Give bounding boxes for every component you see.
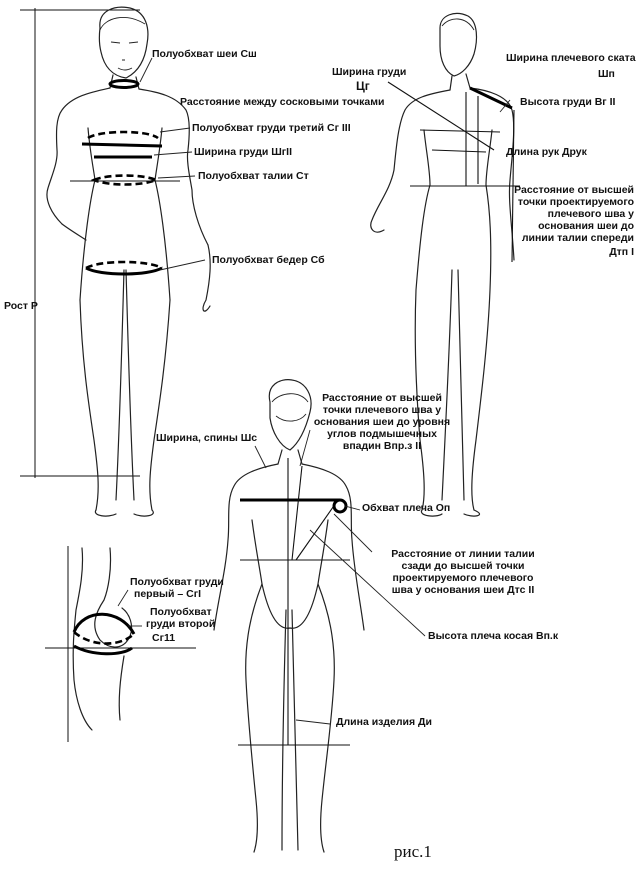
label-height: Рост Р bbox=[4, 300, 38, 312]
height-axis bbox=[20, 8, 140, 478]
label-shoulder-width: Ширина плечевого ската bbox=[506, 52, 636, 64]
label-shoulder-girth: Обхват плеча Оп bbox=[362, 502, 451, 514]
label-bust3: Полуобхват груди третий Cг III bbox=[192, 122, 351, 134]
label-shoulder-width-symbol: Шп bbox=[598, 68, 615, 80]
label-armpit-3: основания шеи до уровня bbox=[313, 416, 451, 428]
label-bust2-2: груди второй bbox=[146, 618, 216, 630]
label-back-length-3: проектируемого плечевого bbox=[392, 572, 534, 584]
figure-caption: рис.1 bbox=[394, 842, 432, 861]
back-figure bbox=[213, 379, 426, 853]
label-armpit-1: Расстояние от высшей bbox=[322, 392, 442, 404]
label-waist: Полуобхват талии Ст bbox=[198, 170, 309, 182]
label-back-length-4: шва у основания шеи Дтс II bbox=[391, 584, 535, 596]
label-bust1-1: Полуобхват груди bbox=[130, 576, 224, 588]
label-armpit-2: точки плечевого шва у bbox=[322, 404, 442, 416]
label-bust1-2: первый – СгI bbox=[134, 588, 202, 600]
front-figure bbox=[46, 6, 211, 517]
label-front-length-6: Дтп I bbox=[609, 246, 634, 258]
label-bust2-3: Сг11 bbox=[152, 632, 176, 644]
label-front-length-3: плечевого шва у bbox=[547, 208, 634, 220]
label-neck: Полуобхват шеи Сш bbox=[152, 48, 257, 60]
label-bust2-1: Полуобхват bbox=[150, 606, 212, 618]
label-oblique-shoulder-height: Высота плеча косая Вп.к bbox=[428, 630, 559, 642]
label-bust-width: Ширина груди ШгII bbox=[194, 146, 292, 158]
label-bust-height: Высота груди Вг II bbox=[520, 96, 616, 108]
label-garment-length: Длина изделия Ди bbox=[336, 716, 432, 728]
label-chest-width: Ширина груди bbox=[332, 66, 407, 78]
bust-profile-figure bbox=[45, 546, 196, 742]
label-back-width: Ширина, спины Шс bbox=[156, 432, 258, 444]
label-nipples: Расстояние между сосковыми точками bbox=[180, 96, 385, 108]
label-front-length-5: линии талии спереди bbox=[521, 232, 634, 244]
label-armpit-4: углов подмышечных bbox=[327, 428, 437, 440]
label-front-length-2: точки проектируемого bbox=[517, 196, 634, 208]
label-chest-width-symbol: Цг bbox=[356, 79, 370, 93]
label-front-length-4: основания шеи до bbox=[538, 220, 634, 232]
label-back-length-1: Расстояние от линии талии bbox=[391, 548, 535, 560]
label-front-length-1: Расстояние от высшей bbox=[514, 184, 634, 196]
label-armpit-5: впадин Впр.з II bbox=[342, 440, 422, 452]
label-arm-length: Длина рук Друк bbox=[506, 146, 587, 158]
side-figure bbox=[370, 12, 520, 517]
label-back-length-2: сзади до высшей точки bbox=[401, 560, 525, 572]
label-hips: Полуобхват бедер Сб bbox=[212, 254, 325, 266]
